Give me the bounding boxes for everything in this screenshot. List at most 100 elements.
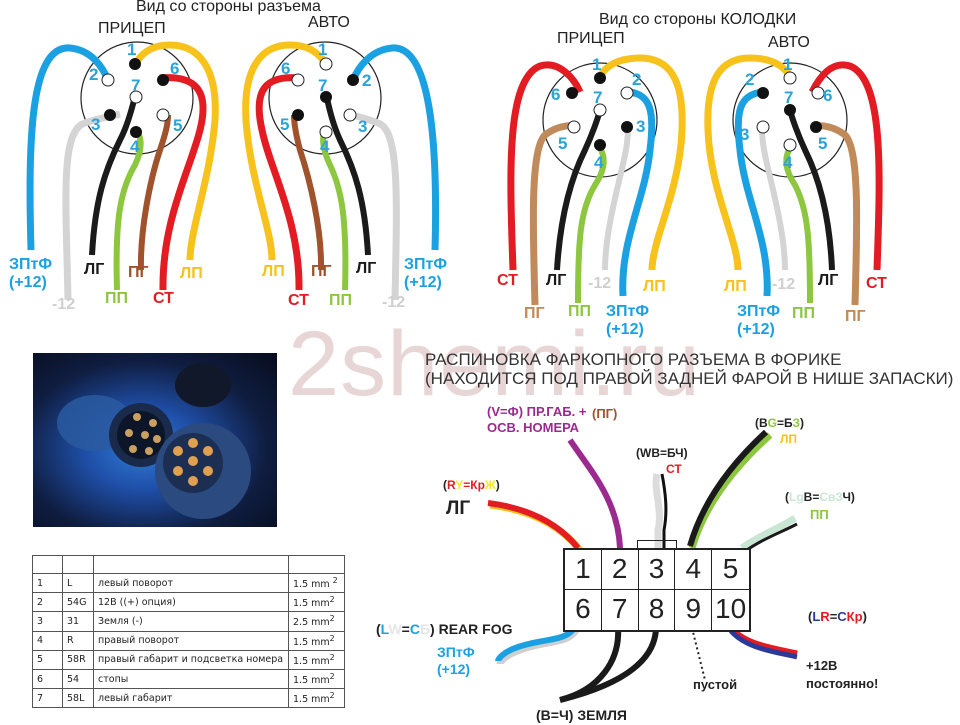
tl-label-pg: ПГ <box>128 264 149 281</box>
svg-text:7: 7 <box>593 88 602 107</box>
tl-wire-blue <box>26 44 112 251</box>
top-left-title: Вид со стороны разъема <box>136 0 321 15</box>
forik-pin1-code: (RY=КрЖ) <box>443 478 500 492</box>
tr-label-lp: ЛП <box>643 278 666 295</box>
forik-pin1-label: ЛГ <box>446 498 471 519</box>
code-cell: 31 <box>62 611 94 632</box>
tl-auto-label-minus12: -12 <box>382 294 406 311</box>
svg-text:3: 3 <box>636 117 645 136</box>
pin-cell: 2 <box>32 592 63 613</box>
svg-text:3: 3 <box>91 115 100 134</box>
table-header-row <box>32 555 345 574</box>
desc-cell: правый габарит и подсветка номера <box>93 649 289 670</box>
connector-photo-illustration <box>57 363 251 519</box>
tr-label-pg: ПГ <box>524 305 545 322</box>
forik-pin3-code: (WB=БЧ) <box>636 446 688 460</box>
top-right-auto-label: АВТО <box>768 34 810 51</box>
tl-wire-green <box>113 131 144 291</box>
table-row: 5 58R правый габарит и подсветка номера … <box>32 649 345 670</box>
forik-pin9-label: пустой <box>693 677 738 692</box>
forik-pin4-code: (BG=БЗ) <box>755 416 805 430</box>
svg-text:5: 5 <box>558 134 567 153</box>
svg-text:6: 6 <box>281 59 290 78</box>
forik-cell-3: 3 <box>638 550 676 590</box>
svg-text:3: 3 <box>740 125 749 144</box>
forik-pin5-code: (LgB=СвЗЧ) <box>785 490 855 504</box>
table-row: 6 54 стопы 1.5 mm2 <box>32 668 345 690</box>
table-row: 7 58L левый габарит 1.5 mm2 <box>32 688 345 709</box>
top-left-auto-label: АВТО <box>308 14 350 31</box>
section-cell: 1.5 mm2 <box>288 649 345 670</box>
tl-trailer-connector: 1 2 3 4 5 6 7 <box>26 40 219 301</box>
svg-text:6: 6 <box>823 86 832 105</box>
tr-auto-label-lg: ЛГ <box>818 272 839 289</box>
section-cell: 1.5 mm2 <box>288 592 345 613</box>
code-cell: 58R <box>62 649 94 670</box>
forik-pin6-code: (LW=СБ) REAR FOG <box>376 621 513 637</box>
desc-cell: правый поворот <box>93 630 289 651</box>
section-cell: 1.5 mm 2 <box>288 572 345 594</box>
forik-cell-9: 9 <box>675 590 713 630</box>
tl-auto-label-lp: ЛП <box>262 263 285 280</box>
tr-auto-label-pg: ПГ <box>845 308 866 325</box>
svg-text:4: 4 <box>320 137 330 156</box>
desc-cell: 12В ((+) опция) <box>93 592 289 613</box>
forik-cell-10: 10 <box>715 593 747 624</box>
top-right-trailer-label: ПРИЦЕП <box>557 30 625 47</box>
svg-text:4: 4 <box>594 153 604 172</box>
svg-text:3: 3 <box>358 117 367 136</box>
forik-cell-7: 7 <box>602 590 639 630</box>
tr-auto-label-pp: ПП <box>792 305 815 322</box>
tl-auto-label-lg: ЛГ <box>356 260 377 277</box>
svg-text:2: 2 <box>632 70 641 89</box>
forik-wires <box>487 429 798 703</box>
forik-pin10-code: (LR=СКр) <box>808 609 867 624</box>
forik-pin2-label: (V=Ф) ПР.ГАБ. +ОСВ. НОМЕРА <box>487 404 587 435</box>
desc-cell: левый поворот <box>93 572 289 594</box>
forik-pin6-label: ЗПтФ(+12) <box>437 644 475 677</box>
tr-auto-label-zptf: ЗПтФ(+12) <box>737 303 781 338</box>
tl-wire-brown <box>137 114 171 271</box>
tl-auto-label-zptf: ЗПтФ(+12) <box>404 256 448 291</box>
forik-cell-8: 8 <box>639 590 676 630</box>
tl-label-lp: ЛП <box>180 265 203 282</box>
tr-label-zptf: ЗПтФ(+12) <box>606 303 650 338</box>
forik-pin2-alt: (ПГ) <box>592 406 618 421</box>
tr-label-st: СТ <box>497 272 518 289</box>
forik-connector-block: 1 2 3 4 5 6 7 8 9 10 <box>563 548 751 632</box>
svg-text:1: 1 <box>318 40 327 59</box>
forik-title: РАСПИНОВКА ФАРКОПНОГО РАЗЪЕМА В ФОРИКЕ (… <box>425 350 954 388</box>
forik-cell-4: 4 <box>675 550 713 590</box>
table-row: 3 31 Земля (-) 2.5 mm2 <box>32 611 345 632</box>
connector-photo <box>33 353 277 527</box>
pin-label: 1 <box>127 40 136 59</box>
tr-auto-connector: 1 2 3 4 5 6 7 <box>704 54 883 306</box>
pin-cell: 3 <box>32 611 63 632</box>
pinout-spec-table: 1 L левый поворот 1.5 mm 2 2 54G 12В ((+… <box>32 555 345 709</box>
forik-pin5-label: ПП <box>810 507 829 522</box>
svg-text:7: 7 <box>784 88 793 107</box>
tl-auto-label-pg: ПГ <box>311 263 332 280</box>
table-row: 4 R правый поворот 1.5 mm2 <box>32 630 345 651</box>
tr-label-pp: ПП <box>568 303 591 320</box>
svg-text:5: 5 <box>173 116 182 135</box>
section-cell: 1.5 mm2 <box>288 630 345 651</box>
forik-cell-6: 6 <box>565 590 602 630</box>
tr-auto-label-lp: ЛП <box>724 278 747 295</box>
tl-label-lg: ЛГ <box>84 261 105 278</box>
svg-text:4: 4 <box>783 153 793 172</box>
svg-text:2: 2 <box>89 65 98 84</box>
svg-text:6: 6 <box>551 85 560 104</box>
code-cell: 58L <box>62 688 94 709</box>
watermark: 2shemi.ru <box>288 313 701 415</box>
forik-cell-5: 5 <box>712 550 749 590</box>
tl-label-pp: ПП <box>105 290 128 307</box>
forik-pin4-label: ЛП <box>780 432 798 446</box>
code-cell: L <box>62 572 94 594</box>
pin-cell: 6 <box>32 668 63 690</box>
desc-cell: левый габарит <box>93 688 289 709</box>
section-cell: 1.5 mm2 <box>288 668 345 690</box>
pin-cell: 5 <box>32 649 63 670</box>
tr-auto-label-minus12: -12 <box>772 276 796 293</box>
tr-label-minus12: -12 <box>588 275 612 292</box>
